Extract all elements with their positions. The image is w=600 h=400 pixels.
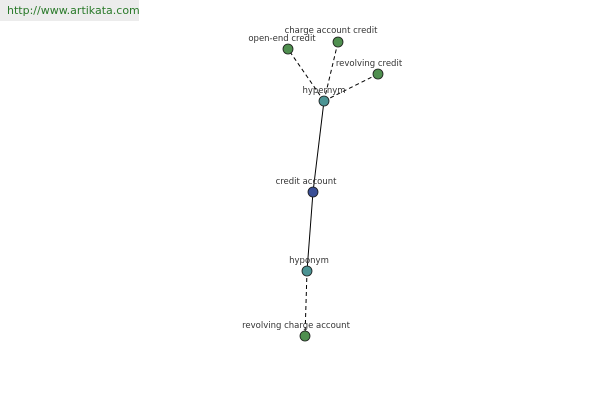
term-node-dot — [332, 36, 344, 48]
edge-hyponym-revolving-charge-account — [304, 270, 308, 337]
edge-hypernym-revolving-credit — [323, 73, 379, 102]
node-revolving-credit[interactable]: revolving credit — [336, 59, 403, 80]
node-label: charge account credit — [285, 26, 378, 36]
node-hyponym[interactable]: hyponym — [289, 256, 329, 277]
node-label: open-end credit — [248, 34, 316, 44]
node-revolving-charge-account[interactable]: revolving charge account — [242, 321, 351, 342]
node-charge-account-credit[interactable]: charge account credit — [285, 26, 378, 48]
watermark-url[interactable]: http://www.artikata.com — [0, 0, 140, 21]
node-label: revolving credit — [336, 59, 403, 69]
node-hypernym[interactable]: hypernym — [302, 86, 346, 107]
node-label: hypernym — [302, 86, 345, 96]
edge-hypernym-charge-account-credit — [323, 41, 339, 102]
edge-center-hypernym — [312, 100, 325, 193]
relation-node-dot — [301, 265, 313, 277]
center-node-dot — [307, 186, 319, 198]
term-node-dot — [299, 330, 311, 342]
term-node-dot — [282, 43, 294, 55]
node-label: revolving charge account — [242, 321, 350, 331]
node-credit-account[interactable]: credit account — [276, 177, 338, 198]
term-node-dot — [372, 68, 384, 80]
node-label: hyponym — [289, 256, 329, 266]
node-open-end-credit[interactable]: open-end credit — [248, 34, 316, 55]
edge-hypernym-open-end-credit — [287, 48, 325, 102]
node-label: credit account — [276, 177, 338, 187]
edge-center-hyponym — [306, 191, 314, 272]
relation-node-dot — [318, 95, 330, 107]
